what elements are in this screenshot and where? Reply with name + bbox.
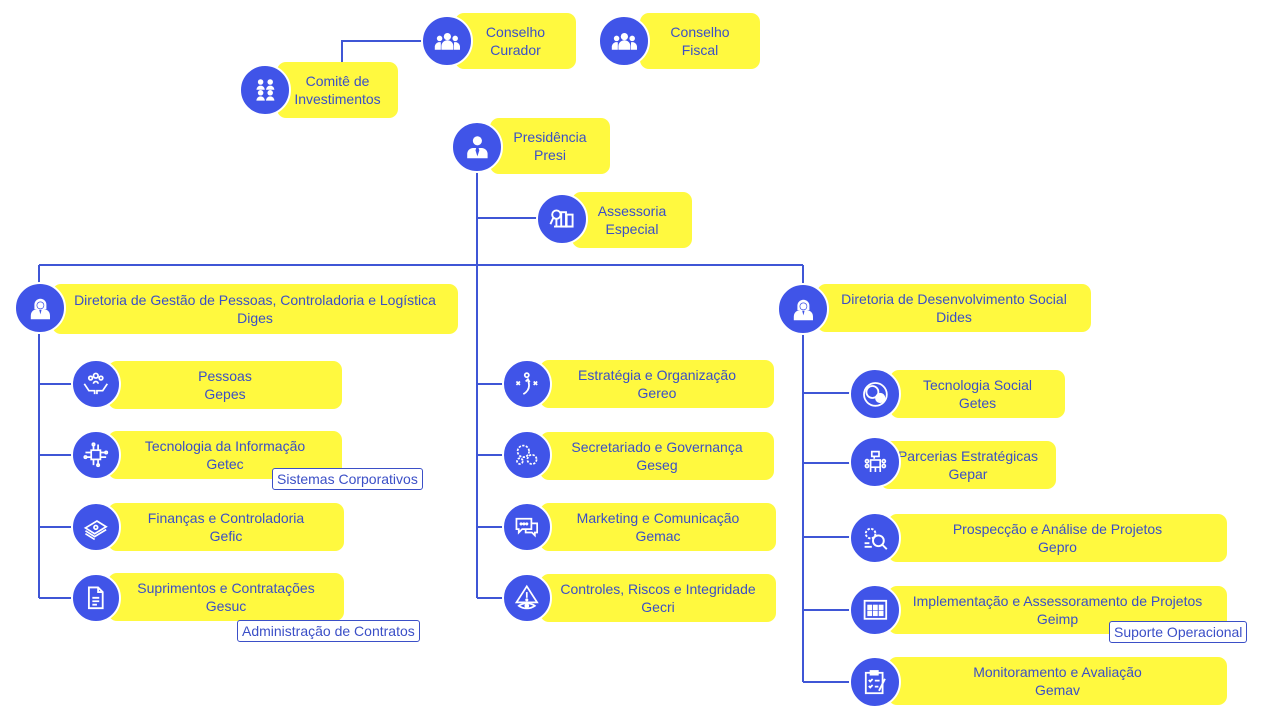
getes-code: Getes — [958, 395, 997, 411]
presidencia-code: Presi — [534, 147, 566, 163]
dides-name: Diretoria de Desenvolvimento Social — [841, 291, 1067, 307]
director-icon — [777, 283, 829, 335]
checklist-icon — [849, 656, 901, 708]
gepes-code: Gepes — [204, 386, 246, 402]
tag-suporte-operacional: Suporte Operacional — [1109, 621, 1248, 643]
conselho-curador-line2: Curador — [490, 42, 541, 58]
conselho-curador-line1: Conselho — [485, 24, 546, 40]
gears-icon — [502, 430, 552, 480]
geseg-code: Geseg — [636, 457, 678, 473]
gepro-code: Gepro — [1038, 539, 1077, 555]
gecri-name: Controles, Riscos e Integridade — [560, 581, 756, 597]
board-icon — [849, 584, 901, 636]
geseg-name: Secretariado e Governança — [571, 439, 743, 455]
diges-code: Diges — [237, 310, 273, 326]
conselho-fiscal-line2: Fiscal — [681, 42, 719, 58]
gepar-code: Gepar — [948, 466, 988, 482]
alert-eye-icon — [502, 573, 552, 623]
strategy-icon — [502, 359, 552, 409]
gemav-code: Gemav — [1034, 682, 1081, 698]
group-icon — [421, 15, 473, 67]
presidencia-name: Presidência — [513, 129, 587, 145]
gemac-name: Marketing e Comunicação — [576, 510, 740, 526]
getec-name: Tecnologia da Informação — [144, 438, 306, 454]
tag-sistemas-corporativos: Sistemas Corporativos — [272, 468, 423, 490]
committee-icon — [239, 64, 291, 116]
chat-icon — [502, 502, 552, 552]
director-icon — [14, 282, 66, 334]
assessoria-line1: Assessoria — [597, 203, 667, 219]
geimp-code: Geimp — [1036, 611, 1079, 627]
getes-name: Tecnologia Social — [923, 377, 1032, 393]
gemac-code: Gemac — [635, 528, 681, 544]
assessoria-line2: Especial — [605, 221, 659, 237]
circuit-icon — [71, 430, 121, 480]
gesuc-name: Suprimentos e Contratações — [137, 580, 315, 596]
people-care-icon — [71, 359, 121, 409]
gefic-name: Finanças e Controladoria — [147, 510, 305, 526]
meeting-icon — [849, 436, 901, 488]
executive-icon — [451, 121, 503, 173]
dides-code: Dides — [936, 309, 972, 325]
circles-icon — [849, 368, 901, 420]
group-icon — [598, 15, 650, 67]
magnifier-icon — [849, 512, 901, 564]
gefic-code: Gefic — [209, 528, 243, 544]
gepes-name: Pessoas — [198, 368, 252, 384]
diges-name: Diretoria de Gestão de Pessoas, Controla… — [74, 292, 436, 308]
gecri-code: Gecri — [641, 599, 675, 615]
gesuc-code: Gesuc — [205, 598, 247, 614]
comite-line2: Investimentos — [294, 91, 381, 107]
gereo-code: Gereo — [637, 385, 677, 401]
gemav-name: Monitoramento e Avaliação — [973, 664, 1142, 680]
gereo-name: Estratégia e Organização — [578, 367, 736, 383]
tag-administracao-contratos: Administração de Contratos — [237, 620, 420, 642]
gepro-name: Prospecção e Análise de Projetos — [952, 521, 1163, 537]
comite-line1: Comitê de — [305, 73, 370, 89]
advisory-icon — [536, 193, 588, 245]
money-icon — [71, 502, 121, 552]
document-icon — [71, 573, 121, 623]
conselho-fiscal-line1: Conselho — [670, 24, 730, 40]
geimp-name: Implementação e Assessoramento de Projet… — [912, 593, 1203, 609]
gepar-name: Parcerias Estratégicas — [897, 448, 1039, 464]
getec-code: Getec — [206, 456, 244, 472]
